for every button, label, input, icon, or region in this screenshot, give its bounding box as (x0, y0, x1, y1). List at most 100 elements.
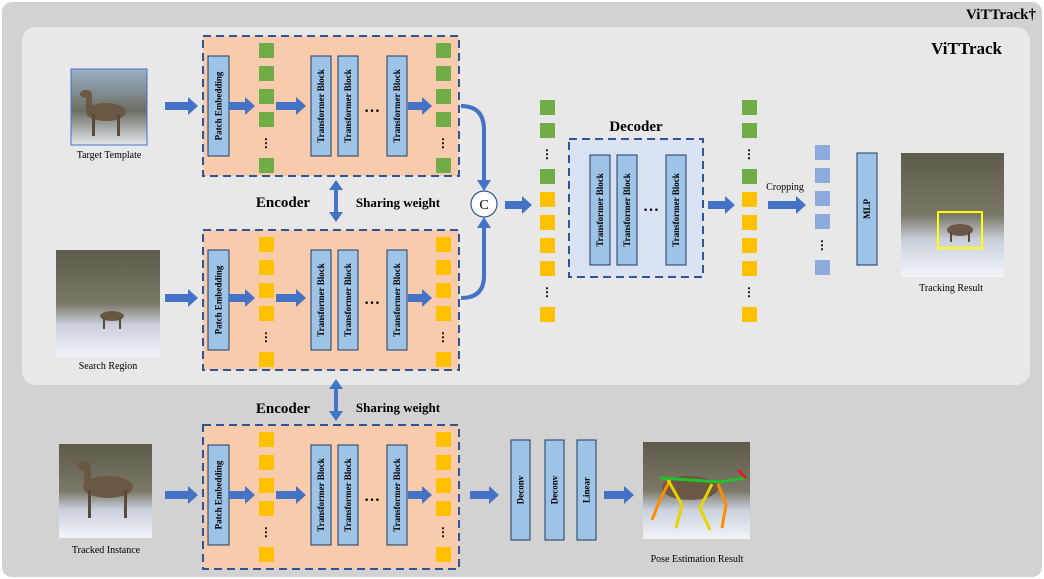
encoder-pose-arrow-2-shaft (276, 491, 296, 499)
encoder-pose-out-token (436, 455, 451, 470)
concat-tokens-token (540, 307, 555, 322)
decoder-out-tokens-token (742, 215, 757, 230)
encoder-search-block-ellipsis: … (364, 291, 380, 308)
concat-tokens-token (540, 238, 555, 253)
pose-result-image (643, 442, 750, 539)
transformer-block-search-2-label: Transformer Block (343, 263, 353, 336)
cropped-tokens-token (815, 168, 830, 183)
tracking-result-image (901, 153, 1004, 277)
patch-embedding-search-label: Patch Embedding (214, 265, 224, 334)
cropped-tokens-token (815, 145, 830, 160)
encoder-pose-mid-token (259, 478, 274, 493)
transformer-block-pose-1-label: Transformer Block (316, 458, 326, 531)
target-template-caption: Target Template (77, 150, 142, 161)
encoder-template-block-ellipsis: … (364, 99, 380, 116)
decoder-out-tokens-token (742, 169, 757, 184)
decoder-label: Decoder (609, 119, 663, 135)
encoder-search-out-token (436, 283, 451, 298)
encoder-template-mid-token (259, 158, 274, 173)
template-input-arrow-shaft (165, 102, 188, 110)
cropped-tokens-token (815, 214, 830, 229)
transformer-block-search-3-label: Transformer Block (392, 263, 402, 336)
transformer-block-pose-2-label: Transformer Block (343, 458, 353, 531)
vittrack-title: ViTTrack (931, 39, 1002, 58)
tracking-result-caption: Tracking Result (919, 283, 983, 294)
encoder-pose-out-ellipsis: ⋮ (437, 525, 449, 539)
cropped-tokens-token (815, 260, 830, 275)
concat-to-tokens-arrow-shaft (505, 201, 522, 209)
pose-to-head-arrow-shaft (470, 491, 489, 499)
decoder-transformer-block-2-label: Transformer Block (622, 173, 632, 246)
tracked-instance-caption: Tracked Instance (72, 545, 141, 556)
decoder-block-ellipsis: … (643, 198, 659, 215)
encoder-template-out-token (436, 112, 451, 127)
concat-label: C (479, 198, 488, 213)
encoder-pose-block-ellipsis: … (364, 488, 380, 505)
encoder-pose-out-token (436, 501, 451, 516)
sharing-weight-label-bottom: Sharing weight (356, 400, 441, 415)
concat-tokens-token (540, 100, 555, 115)
patch-embedding-pose-label: Patch Embedding (214, 460, 224, 529)
encoder-pose-out-token (436, 432, 451, 447)
encoder-template-out-token (436, 89, 451, 104)
decoder-out-tokens-token (742, 261, 757, 276)
encoder-search-out-token (436, 237, 451, 252)
encoder-template-mid-ellipsis: ⋮ (260, 136, 272, 150)
encoder-search-out-token (436, 306, 451, 321)
concat-tokens-token (540, 169, 555, 184)
transformer-block-search-1-label: Transformer Block (316, 263, 326, 336)
cropped-tokens-token (815, 191, 830, 206)
encoder-template-out-token (436, 43, 451, 58)
encoder-pose-mid-token (259, 547, 274, 562)
encoder-pose-out-token (436, 547, 451, 562)
cropping-label: Cropping (766, 182, 804, 193)
decoder-to-tokens-arrow-shaft (708, 201, 725, 209)
decoder-out-tokens-token (742, 238, 757, 253)
search-region-caption: Search Region (79, 361, 138, 372)
encoder-template-arrow-3-shaft (408, 102, 422, 110)
encoder-search-arrow-3-shaft (408, 294, 422, 302)
search-input-arrow-shaft (165, 294, 188, 302)
concat-tokens-token (540, 215, 555, 230)
transformer-block-template-1-label: Transformer Block (316, 69, 326, 142)
encoder-search-mid-token (259, 283, 274, 298)
tracked-instance-image (59, 444, 152, 538)
transformer-block-template-2-label: Transformer Block (343, 69, 353, 142)
concat-tokens-token (540, 123, 555, 138)
pose-input-arrow-shaft (165, 491, 188, 499)
mlp-block-label: MLP (862, 199, 872, 219)
encoder-pose-arrow-3-shaft (408, 491, 422, 499)
encoder-search-mid-ellipsis: ⋮ (260, 330, 272, 344)
encoder-search-out-token (436, 352, 451, 367)
encoder-search-out-ellipsis: ⋮ (437, 330, 449, 344)
encoder-search-mid-token (259, 260, 274, 275)
encoder-template-mid-token (259, 43, 274, 58)
encoder-search-out-token (436, 260, 451, 275)
transformer-block-pose-3-label: Transformer Block (392, 458, 402, 531)
transformer-block-template-3-label: Transformer Block (392, 69, 402, 142)
decoder-out-tokens-ellipsis: ⋮ (743, 147, 755, 161)
decoder-out-tokens-token (742, 123, 757, 138)
encoder-search-arrow-1-shaft (229, 294, 245, 302)
head-to-pose-arrow-shaft (604, 491, 624, 499)
encoder-label-top: Encoder (256, 195, 311, 211)
encoder-search-arrow-2-shaft (276, 294, 296, 302)
encoder-pose-out-token (436, 478, 451, 493)
encoder-pose-arrow-1-shaft (229, 491, 245, 499)
encoder-template-mid-token (259, 112, 274, 127)
decoder-out-tokens-token (742, 100, 757, 115)
encoder-template-out-ellipsis: ⋮ (437, 136, 449, 150)
encoder-search-mid-token (259, 352, 274, 367)
decoder-out-tokens-ellipsis: ⋮ (743, 285, 755, 299)
encoder-template-out-token (436, 158, 451, 173)
encoder-pose-mid-token (259, 501, 274, 516)
decoder-transformer-block-1-label: Transformer Block (595, 173, 605, 246)
encoder-template-arrow-2-shaft (276, 102, 296, 110)
concat-tokens-token (540, 261, 555, 276)
deconv-block-1-label: Deconv (516, 475, 526, 504)
decoder-out-tokens-token (742, 192, 757, 207)
encoder-search-mid-token (259, 237, 274, 252)
concat-tokens-ellipsis: ⋮ (541, 147, 553, 161)
encoder-template-mid-token (259, 66, 274, 81)
